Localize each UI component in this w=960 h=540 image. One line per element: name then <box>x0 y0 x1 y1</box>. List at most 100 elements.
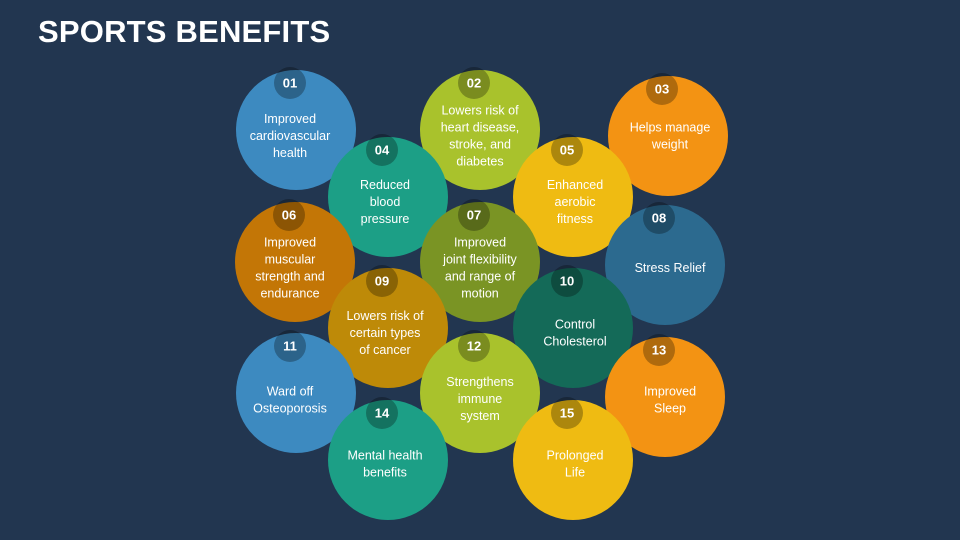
bubble-circle <box>328 137 448 257</box>
bubble-circle <box>328 268 448 388</box>
number-badge <box>458 199 490 231</box>
number-badge <box>366 134 398 166</box>
bubble-circle <box>420 70 540 190</box>
bubble-label-line: Strengthens <box>446 375 513 389</box>
bubble-label-line: aerobic <box>555 195 596 209</box>
bubble-label-line: endurance <box>260 287 319 301</box>
bubble-circle <box>236 70 356 190</box>
bubble-label-line: weight <box>651 138 689 152</box>
bubble-label-line: Enhanced <box>547 178 603 192</box>
bubble-label-line: Improved <box>454 236 506 250</box>
bubble-label-line: health <box>273 146 307 160</box>
bubble-label-line: cardiovascular <box>250 129 331 143</box>
bubble-label-line: fitness <box>557 212 593 226</box>
bubble-label: Stress Relief <box>635 261 706 275</box>
bubble-label-line: Life <box>565 466 585 480</box>
bubble-label-line: Prolonged <box>547 449 604 463</box>
number-badge <box>366 397 398 429</box>
number-badge-label: 01 <box>283 76 297 91</box>
number-badge <box>458 67 490 99</box>
bubble-label-line: immune <box>458 392 503 406</box>
number-badge <box>366 265 398 297</box>
number-badge <box>646 73 678 105</box>
number-badge-label: 10 <box>560 274 574 289</box>
bubble-label-line: motion <box>461 287 499 301</box>
number-badge <box>274 330 306 362</box>
bubble-label-line: Improved <box>264 112 316 126</box>
bubble-label: Improved cardiovascular health <box>250 112 331 160</box>
number-badge-label: 14 <box>375 406 390 421</box>
number-badge <box>551 265 583 297</box>
bubble-circle <box>513 400 633 520</box>
page-title: SPORTS BENEFITS <box>38 14 331 49</box>
number-badge-label: 07 <box>467 208 481 223</box>
number-badge-label: 12 <box>467 339 481 354</box>
number-badge-label: 05 <box>560 143 574 158</box>
number-badge-label: 03 <box>655 82 669 97</box>
bubble-label-line: muscular <box>265 253 316 267</box>
bubble-label-line: Reduced <box>360 178 410 192</box>
bubble-circle <box>328 400 448 520</box>
number-badge <box>273 199 305 231</box>
number-badge-label: 02 <box>467 76 481 91</box>
number-badge-label: 04 <box>375 143 390 158</box>
bubble-label-line: Sleep <box>654 402 686 416</box>
bubble-label-line: joint flexibility <box>442 253 517 267</box>
number-badge-label: 09 <box>375 274 389 289</box>
number-badge <box>274 67 306 99</box>
bubble-label-line: Improved <box>644 385 696 399</box>
bubble-circle <box>608 76 728 196</box>
bubble-circle <box>513 268 633 388</box>
bubble-circle <box>420 202 540 322</box>
bubble-label-line: diabetes <box>456 155 503 169</box>
bubble-label-line: Improved <box>264 236 316 250</box>
bubble-label-line: stroke, and <box>449 138 511 152</box>
bubble-label-line: blood <box>370 195 401 209</box>
number-badge <box>458 330 490 362</box>
bubble-label: Lowers risk of heart disease, stroke, and d… <box>441 104 520 169</box>
number-badge-label: 08 <box>652 211 666 226</box>
bubble-label-line: Stress Relief <box>635 261 706 275</box>
number-badge-label: 11 <box>283 339 297 354</box>
bubble-circle <box>605 205 725 325</box>
bubble-circle <box>235 202 355 322</box>
number-badge-label: 06 <box>282 208 296 223</box>
bubble-label-line: certain types <box>350 326 421 340</box>
bubble-label-line: heart disease, <box>441 121 520 135</box>
bubble-circle <box>236 333 356 453</box>
bubble-label: Improved muscular strength and endurance <box>255 236 325 301</box>
bubble-label-line: Ward off <box>267 385 314 399</box>
bubble-label-line: system <box>460 409 500 423</box>
number-badge-label: 15 <box>560 406 574 421</box>
number-badge <box>551 397 583 429</box>
number-badge <box>643 202 675 234</box>
bubble-label-line: and range of <box>445 270 516 284</box>
bubble-label-line: of cancer <box>359 343 410 357</box>
bubble-label: Improved joint flexibility and range of mot… <box>442 236 517 301</box>
bubble-circle <box>420 333 540 453</box>
bubble-label-line: strength and <box>255 270 325 284</box>
number-badge <box>643 334 675 366</box>
bubble-label-line: Lowers risk of <box>441 104 519 118</box>
